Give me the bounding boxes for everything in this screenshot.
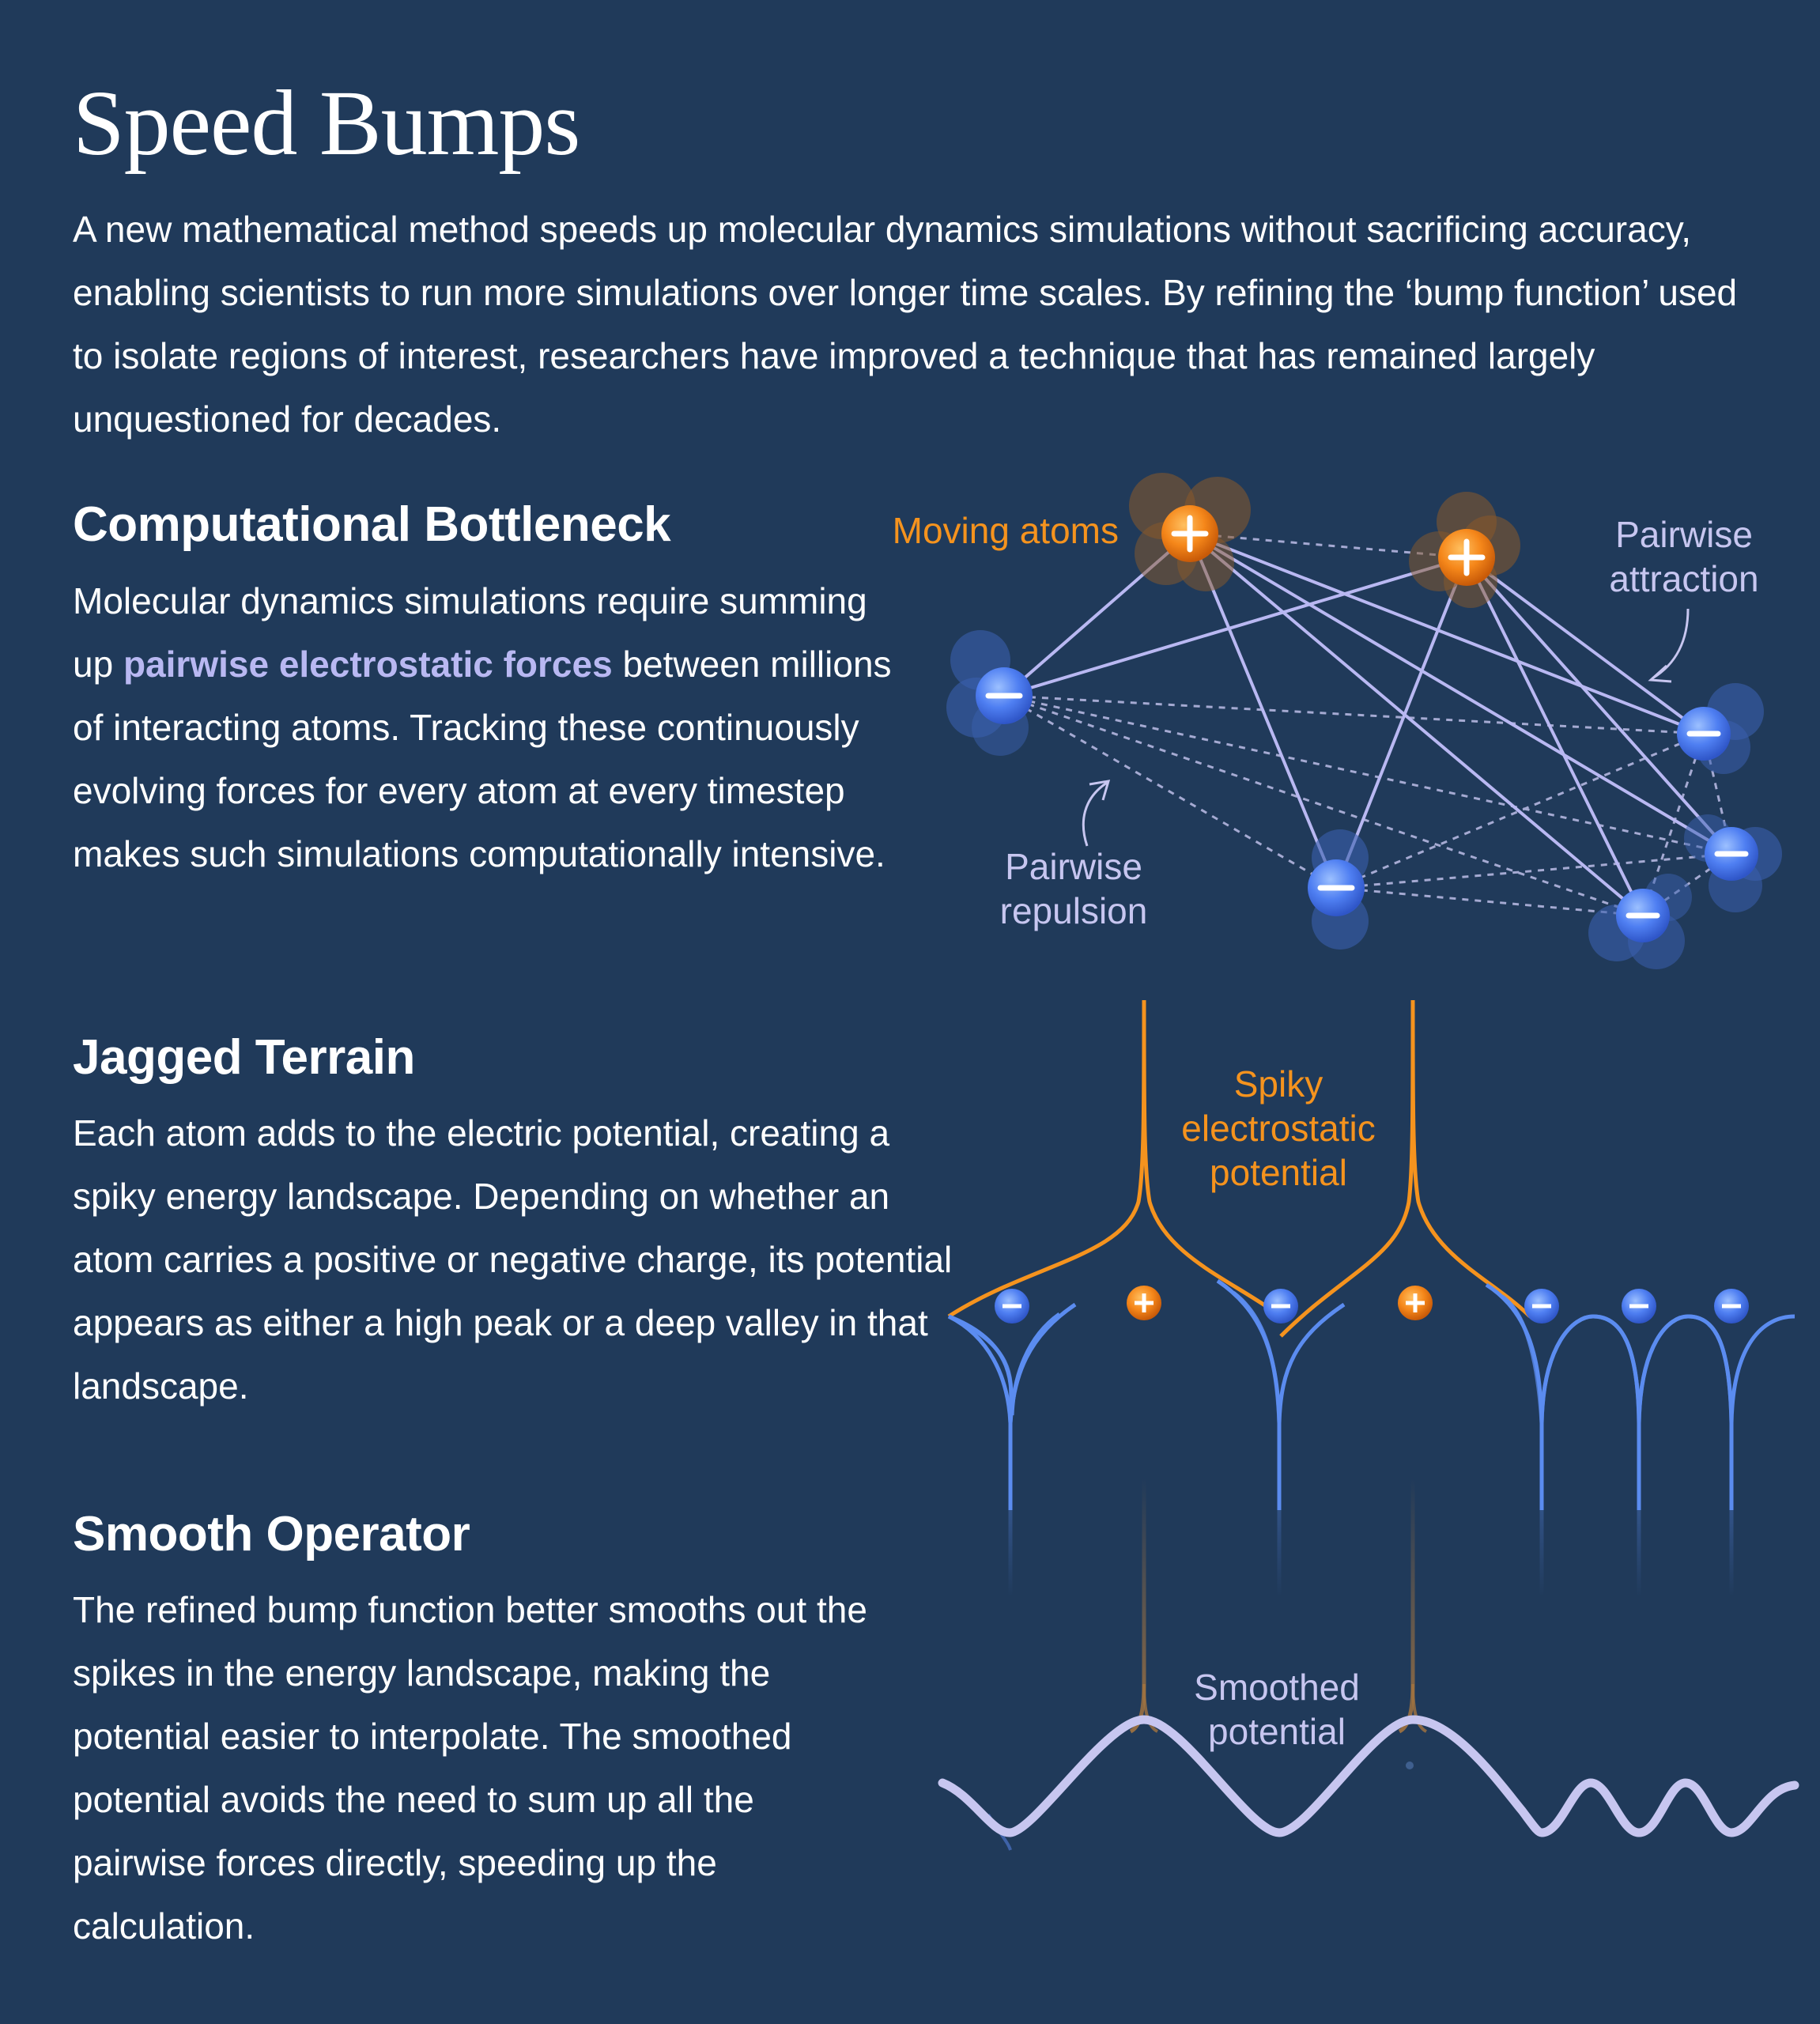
label-smoothed-line2: potential — [1208, 1711, 1346, 1752]
repulsion-line — [1003, 694, 1705, 735]
plus-charge-icon — [1406, 1293, 1425, 1312]
negative-atom-3 — [1677, 683, 1764, 774]
attraction-arrowhead — [1648, 664, 1672, 683]
repulsion-line — [1335, 886, 1644, 917]
negative-valley — [947, 1314, 1013, 1510]
label-moving-atoms: Moving atoms — [893, 510, 1119, 551]
negative-atom-5 — [1588, 874, 1692, 969]
attraction-line — [1335, 557, 1468, 889]
label-pairwise-repulsion-line2: repulsion — [1000, 890, 1148, 931]
negative-valley — [948, 1314, 1014, 1424]
negative-valley — [1729, 1314, 1795, 1424]
faded-positive-spike — [1129, 1478, 1146, 1734]
attraction-line — [1465, 557, 1644, 916]
attraction-line — [1465, 556, 1733, 855]
plus-charge-icon — [1171, 515, 1209, 553]
atom-network: Moving atoms Pairwise attraction Pairwis… — [893, 473, 1782, 969]
spiky-potential-chart: Spiky electrostatic potential — [947, 999, 1795, 1597]
positive-atom-2 — [1409, 492, 1520, 608]
intro-paragraph: A new mathematical method speeds up mole… — [73, 209, 1738, 440]
label-pairwise-repulsion-line1: Pairwise — [1005, 846, 1142, 887]
negative-valley — [1485, 1282, 1544, 1510]
section-heading-smooth: Smooth Operator — [73, 1507, 470, 1561]
label-spiky-line3: potential — [1210, 1152, 1347, 1193]
negative-valley — [1277, 1302, 1346, 1424]
positive-spike-right-2 — [1410, 999, 1531, 1318]
smoothed-potential-chart: Smoothed potential — [938, 1478, 1799, 2024]
attraction-lines — [1003, 532, 1733, 917]
repulsion-line — [1335, 852, 1732, 889]
highlight-pairwise-forces: pairwise electrostatic forces — [123, 644, 613, 685]
bottleneck-text-start: Molecular dynamics simulations require s… — [73, 580, 867, 685]
section-text-smooth: The refined bump function better smooths… — [73, 1589, 867, 1947]
negative-valley — [1539, 1314, 1641, 1424]
label-pairwise-attraction-line1: Pairwise — [1615, 514, 1753, 555]
page-title: Speed Bumps — [73, 71, 580, 175]
plus-charge-icon — [1448, 538, 1486, 576]
attraction-line — [1188, 532, 1644, 917]
smoothed-potential-curve — [938, 1715, 1799, 1837]
label-spiky-line1: Spiky — [1234, 1063, 1323, 1105]
repulsion-line — [1335, 732, 1705, 889]
negative-valley — [1010, 1312, 1061, 1416]
negative-atom-2 — [1308, 829, 1369, 950]
negative-valley — [1637, 1314, 1734, 1597]
positive-spike-left-1 — [947, 999, 1146, 1319]
negative-valley — [1637, 1314, 1734, 1424]
plus-charge-icon — [1135, 1293, 1154, 1312]
section-text-jagged: Each atom adds to the electric potential… — [73, 1112, 953, 1407]
negative-atom-4 — [1684, 814, 1782, 912]
attraction-line — [1188, 532, 1733, 855]
negative-valley — [1501, 1294, 1544, 1597]
attraction-line — [1465, 556, 1705, 735]
attraction-line — [1003, 556, 1467, 697]
spiky-charge-markers — [995, 1286, 1749, 1324]
negative-valley — [1232, 1291, 1282, 1597]
attraction-arrow — [1652, 608, 1690, 680]
section-text-bottleneck: Molecular dynamics simulations require s… — [73, 569, 911, 886]
bottleneck-text-end: between millions of interacting atoms. T… — [73, 644, 892, 874]
label-pairwise-attraction-line2: attraction — [1609, 558, 1758, 599]
faded-positive-spike — [1398, 1478, 1415, 1734]
attraction-line — [1188, 533, 1338, 889]
negative-atom-1 — [946, 630, 1033, 756]
attraction-line — [1189, 532, 1705, 735]
repulsion-arrowhead — [1089, 780, 1111, 801]
negative-valley — [1216, 1278, 1282, 1510]
positive-spike-right-1 — [1142, 999, 1282, 1319]
negative-valley — [1539, 1314, 1641, 1597]
label-spiky-line2: electrostatic — [1181, 1108, 1375, 1149]
positive-atom-1 — [1129, 473, 1251, 591]
repulsion-line — [1003, 694, 1337, 889]
section-heading-bottleneck: Computational Bottleneck — [73, 497, 671, 552]
curve-dot — [1406, 1762, 1414, 1769]
repulsion-line — [1003, 694, 1732, 855]
section-heading-jagged: Jagged Terrain — [73, 1030, 415, 1085]
label-smoothed-line1: Smoothed — [1194, 1667, 1360, 1708]
repulsion-arrow — [1082, 781, 1108, 847]
